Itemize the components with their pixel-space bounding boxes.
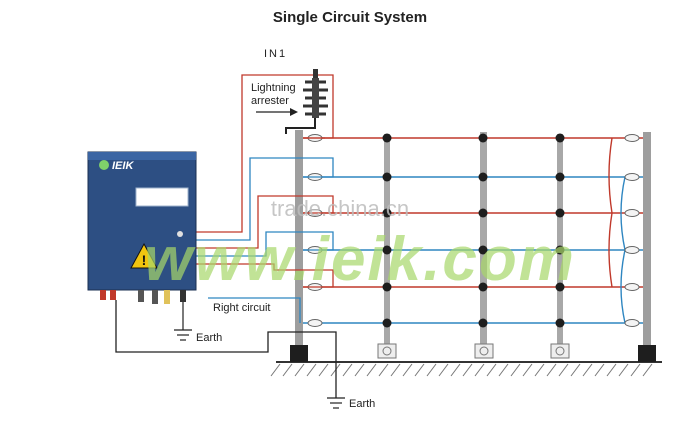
- controller-wires: [115, 74, 337, 398]
- lightning-arrester-label-1: Lightning: [251, 82, 296, 94]
- end-insulator: [624, 283, 640, 291]
- line-insulator: [555, 133, 565, 143]
- earth-symbol-controller: [174, 329, 192, 341]
- line-insulator: [478, 208, 488, 218]
- line-insulator: [382, 318, 392, 328]
- svg-text:IEIK: IEIK: [112, 160, 134, 172]
- line-insulator: [478, 133, 488, 143]
- post-foot-1: [377, 343, 397, 359]
- warning-icon: [130, 242, 158, 269]
- terminal-red-2: [110, 290, 116, 300]
- feed-blue-2: [196, 231, 334, 257]
- end-insulator: [624, 319, 640, 327]
- line-insulator: [382, 172, 392, 182]
- terminal-red-1: [100, 290, 106, 300]
- input-label: IN1: [264, 48, 287, 60]
- post-base-right: [638, 345, 656, 362]
- terminal-2: [152, 290, 158, 304]
- earth-wire: [115, 300, 337, 398]
- line-insulator: [555, 282, 565, 292]
- line-insulator: [478, 172, 488, 182]
- feed-blue-3: [208, 297, 301, 323]
- earth-label-fence: Earth: [349, 398, 375, 410]
- fence-wires: [303, 137, 643, 324]
- line-insulator: [478, 282, 488, 292]
- end-insulator: [624, 209, 640, 217]
- svg-text:!: !: [142, 252, 147, 268]
- end-post-left: [295, 130, 303, 355]
- line-insulator: [555, 172, 565, 182]
- terminal-3: [164, 290, 170, 304]
- feed-red-3: [196, 263, 334, 288]
- insulators: [307, 133, 640, 328]
- feed-red-top: [196, 74, 334, 233]
- earth-label-controller: Earth: [196, 332, 222, 344]
- diagram-title: Single Circuit System: [273, 9, 427, 26]
- terminal-4: [180, 290, 186, 302]
- post-base-left: [290, 345, 308, 362]
- line-insulator: [478, 245, 488, 255]
- red-jumper: [608, 137, 613, 288]
- terminal-1: [138, 290, 144, 302]
- line-insulator: [382, 133, 392, 143]
- right-circuit-label: Right circuit: [213, 302, 270, 314]
- ieik-logo: IEIK: [99, 160, 134, 172]
- arrester-arrow: [256, 108, 298, 116]
- post-foot-3: [550, 343, 570, 359]
- intermediate-post-1: [384, 134, 390, 346]
- watermark-big: www.ieik.com: [144, 225, 576, 294]
- intermediate-post-2: [480, 132, 487, 346]
- end-insulator: [624, 134, 640, 142]
- line-insulator: [382, 208, 392, 218]
- line-insulator: [382, 245, 392, 255]
- feed-blue-1: [196, 157, 334, 241]
- ground: [270, 361, 662, 377]
- line-insulator: [555, 245, 565, 255]
- line-insulator: [555, 318, 565, 328]
- fence-posts: [290, 130, 656, 362]
- lightning-arrester-label-2: arrester: [251, 95, 289, 107]
- intermediate-post-3: [557, 134, 563, 346]
- line-insulator: [555, 208, 565, 218]
- post-foot-2: [474, 343, 494, 359]
- end-insulator: [307, 319, 323, 327]
- energizer-controller: ! IEIK: [87, 151, 197, 330]
- feed-red-2: [196, 195, 334, 249]
- lightning-arrester: [285, 69, 328, 134]
- end-insulator: [624, 173, 640, 181]
- end-post-right: [643, 132, 651, 355]
- earth-symbol-fence: [327, 397, 345, 409]
- watermark-center: trade.china.cn: [271, 196, 409, 221]
- line-insulator: [478, 318, 488, 328]
- line-insulator: [382, 282, 392, 292]
- end-insulator: [624, 246, 640, 254]
